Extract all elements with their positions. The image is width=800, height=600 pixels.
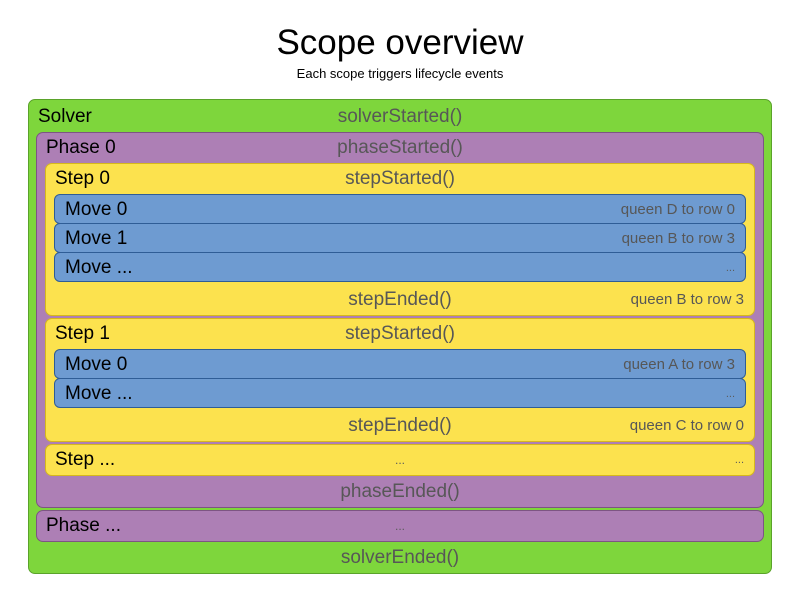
phase-0-ended-row: phaseEnded() xyxy=(37,477,763,507)
scope-overview-diagram: Solver solverStarted() Phase 0 phaseStar… xyxy=(28,99,772,575)
page-header: Scope overview Each scope triggers lifec… xyxy=(0,0,800,81)
move-label: Move 0 xyxy=(65,354,128,376)
phase-ellipsis-event: ... xyxy=(394,519,405,534)
step-ellipsis-scope[interactable]: Step ... ... ... xyxy=(45,444,755,477)
step-0-started-row: Step 0 stepStarted() xyxy=(46,164,754,194)
move-row[interactable]: Move 0 queen D to row 0 xyxy=(54,194,746,225)
page-title: Scope overview xyxy=(276,23,524,62)
page-subtitle: Each scope triggers lifecycle events xyxy=(296,66,504,82)
move-detail: ... xyxy=(725,388,735,401)
step-0-ended-detail: queen B to row 3 xyxy=(630,291,744,309)
solver-children: Phase 0 phaseStarted() Step 0 stepStarte… xyxy=(29,132,771,543)
move-label: Move ... xyxy=(65,383,133,405)
step-ellipsis-label: Step ... xyxy=(55,449,116,471)
move-detail: queen A to row 3 xyxy=(623,356,735,374)
move-row[interactable]: Move 0 queen A to row 3 xyxy=(54,349,746,380)
move-label: Move 0 xyxy=(65,199,128,221)
move-row[interactable]: Move ... ... xyxy=(54,378,746,409)
step-ellipsis-row: Step ... ... ... xyxy=(46,445,754,475)
move-row[interactable]: Move 1 queen B to row 3 xyxy=(54,223,746,254)
step-1-scope[interactable]: Step 1 stepStarted() Move 0 queen A to r… xyxy=(45,318,755,443)
step-1-children: Move 0 queen A to row 3 Move ... ... xyxy=(46,349,754,411)
move-detail: queen B to row 3 xyxy=(621,230,735,248)
step-ellipsis-event: ... xyxy=(394,453,405,468)
step-1-ended-event: stepEnded() xyxy=(348,415,452,437)
step-1-started-event: stepStarted() xyxy=(345,323,455,345)
step-0-scope-label: Step 0 xyxy=(55,168,110,190)
solver-scope-label: Solver xyxy=(38,106,92,128)
step-0-started-event: stepStarted() xyxy=(345,168,455,190)
move-label: Move ... xyxy=(65,257,133,279)
step-1-ended-row: stepEnded() queen C to row 0 xyxy=(46,411,754,441)
step-0-ended-event: stepEnded() xyxy=(348,289,452,311)
solver-started-event: solverStarted() xyxy=(337,106,463,128)
solver-scope[interactable]: Solver solverStarted() Phase 0 phaseStar… xyxy=(28,99,772,575)
move-detail: queen D to row 0 xyxy=(620,201,735,219)
move-detail: ... xyxy=(725,262,735,275)
move-row[interactable]: Move ... ... xyxy=(54,252,746,283)
phase-0-scope[interactable]: Phase 0 phaseStarted() Step 0 stepStarte… xyxy=(36,132,764,509)
phase-0-ended-event: phaseEnded() xyxy=(340,481,460,503)
move-label: Move 1 xyxy=(65,228,128,250)
phase-ellipsis-label: Phase ... xyxy=(46,515,121,537)
step-0-scope[interactable]: Step 0 stepStarted() Move 0 queen D to r… xyxy=(45,163,755,317)
step-ellipsis-detail: ... xyxy=(734,454,744,467)
step-1-started-row: Step 1 stepStarted() xyxy=(46,319,754,349)
step-0-children: Move 0 queen D to row 0 Move 1 queen B t… xyxy=(46,194,754,285)
phase-ellipsis-scope[interactable]: Phase ... ... xyxy=(36,510,764,543)
step-1-ended-detail: queen C to row 0 xyxy=(629,417,744,435)
solver-ended-row: solverEnded() xyxy=(29,543,771,573)
phase-ellipsis-row: Phase ... ... xyxy=(37,511,763,541)
solver-ended-event: solverEnded() xyxy=(340,547,460,569)
phase-0-scope-label: Phase 0 xyxy=(46,137,116,159)
phase-0-children: Step 0 stepStarted() Move 0 queen D to r… xyxy=(37,163,763,477)
phase-0-started-event: phaseStarted() xyxy=(337,137,463,159)
phase-0-started-row: Phase 0 phaseStarted() xyxy=(37,133,763,163)
step-1-scope-label: Step 1 xyxy=(55,323,110,345)
step-0-ended-row: stepEnded() queen B to row 3 xyxy=(46,285,754,315)
solver-started-row: Solver solverStarted() xyxy=(29,102,771,132)
